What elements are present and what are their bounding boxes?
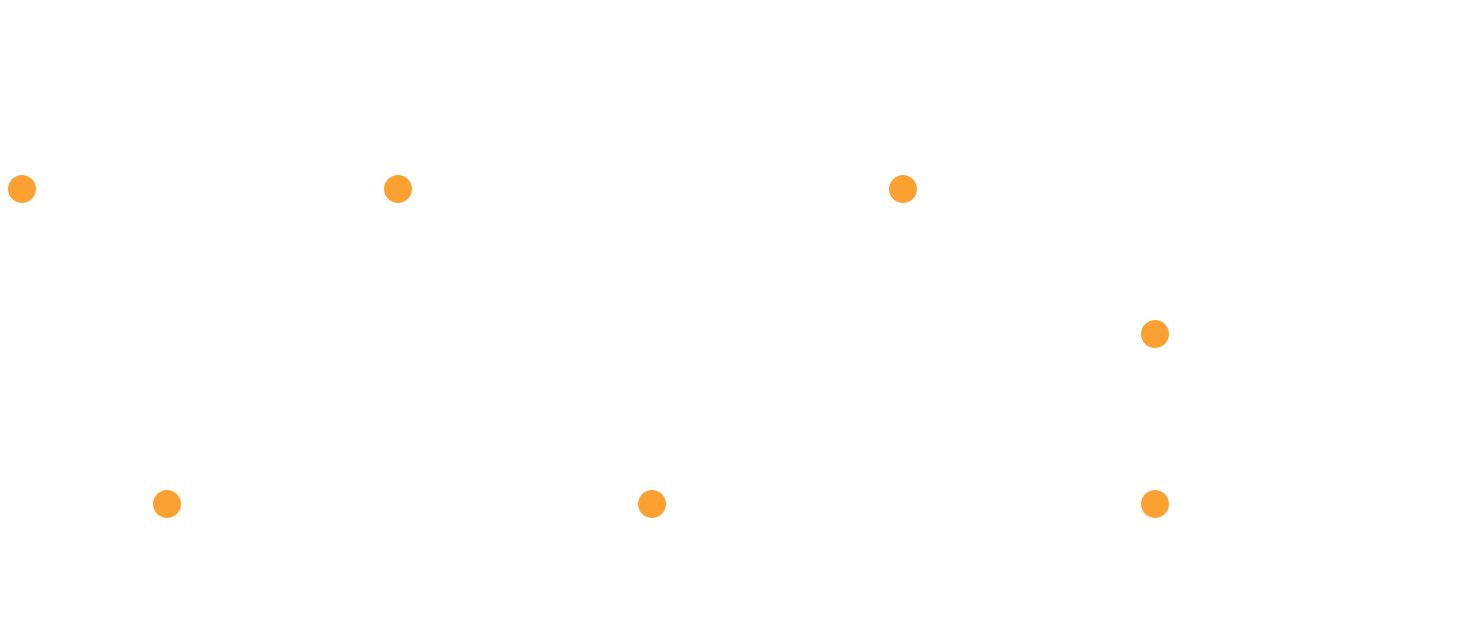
dot-bottom-2 <box>638 490 666 518</box>
dot-bottom-3 <box>1141 490 1169 518</box>
dot-middle-right <box>1141 320 1169 348</box>
dot-top-3 <box>889 175 917 203</box>
dot-top-2 <box>384 175 412 203</box>
dot-bottom-1 <box>153 490 181 518</box>
dot-top-1 <box>8 175 36 203</box>
